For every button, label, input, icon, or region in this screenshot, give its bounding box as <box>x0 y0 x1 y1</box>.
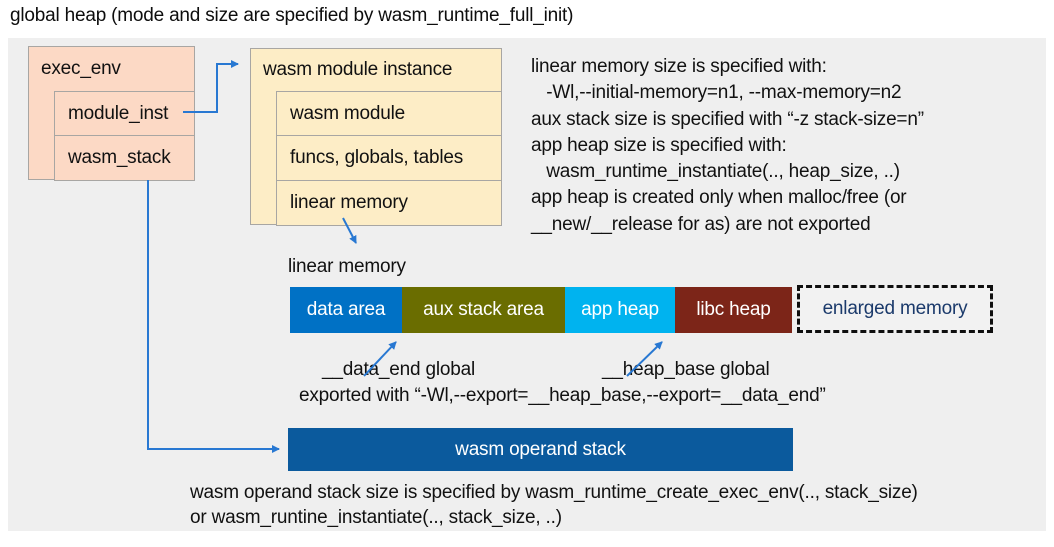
field-module-inst: module_inst <box>54 91 195 136</box>
exported-label: exported with “-Wl,--export=__heap_base,… <box>299 385 826 406</box>
footer-text: wasm operand stack size is specified by … <box>190 480 918 530</box>
enlarged-memory-box: enlarged memory <box>797 285 993 333</box>
field-funcs-globals-tables: funcs, globals, tables <box>276 135 502 181</box>
exec-env-title: exec_env <box>41 58 121 79</box>
module-instance-title: wasm module instance <box>263 59 453 80</box>
segment-libc-heap: libc heap <box>675 287 792 333</box>
footer-line: or wasm_runtine_instantiate(.., stack_si… <box>190 507 562 528</box>
page-title: global heap (mode and size are specified… <box>10 5 574 26</box>
heap-base-label: __heap_base global <box>602 359 770 380</box>
field-linear-memory: linear memory <box>276 180 502 226</box>
notes-text: linear memory size is specified with: -W… <box>531 54 1043 238</box>
field-wasm-stack: wasm_stack <box>54 135 195 181</box>
note-line: aux stack size is specified with “-z sta… <box>531 108 924 130</box>
note-line: linear memory size is specified with: <box>531 56 827 77</box>
exec-env-box: exec_env module_inst wasm_stack <box>28 46 195 181</box>
note-line: -Wl,--initial-memory=n1, --max-memory=n2 <box>531 82 902 104</box>
linear-memory-label: linear memory <box>288 256 406 277</box>
data-end-label: __data_end global <box>322 359 475 380</box>
segment-data-area: data area <box>290 287 402 333</box>
segment-aux-stack-area: aux stack area <box>402 287 565 333</box>
footer-line: wasm operand stack size is specified by … <box>190 482 918 503</box>
note-line: wasm_runtime_instantiate(.., heap_size, … <box>531 161 900 183</box>
note-line: app heap is created only when malloc/fre… <box>531 187 907 209</box>
operand-stack-bar: wasm operand stack <box>288 428 793 471</box>
module-instance-box: wasm module instance wasm module funcs, … <box>250 48 502 226</box>
field-wasm-module: wasm module <box>276 91 502 136</box>
segment-app-heap: app heap <box>565 287 675 333</box>
note-line: __new/__release for as) are not exported <box>531 213 871 235</box>
note-line: app heap size is specified with: <box>531 134 787 156</box>
